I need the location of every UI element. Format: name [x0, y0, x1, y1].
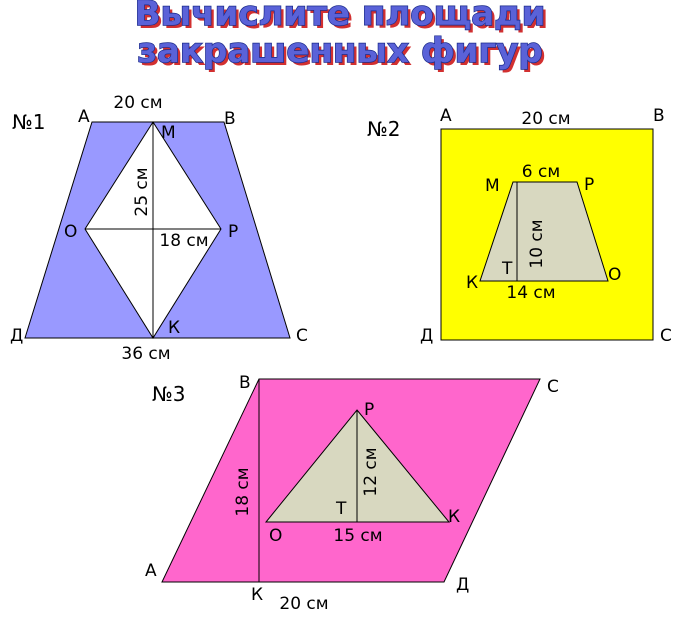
point-p: Р — [364, 400, 374, 420]
point-b: В — [653, 106, 665, 126]
figure-3: №3 А В С Д К Р О К Т 18 см 20 см 12 см 1… — [145, 373, 559, 614]
point-m: М — [485, 176, 500, 196]
tri-base-label: 15 см — [333, 526, 382, 546]
point-a: А — [145, 561, 157, 581]
point-o: О — [269, 526, 282, 546]
top-base-label: 6 см — [522, 162, 560, 182]
point-o: О — [64, 222, 77, 242]
point-k: К — [448, 507, 460, 527]
title-line2-shadow: закрашенных фигур — [140, 34, 546, 74]
point-b: В — [239, 373, 251, 393]
title-line1: Вычислите площади — [135, 0, 546, 34]
point-o: О — [608, 265, 621, 285]
slide-title: Вычислите площади Вычислите площади закр… — [134, 0, 549, 74]
point-d: Д — [10, 326, 23, 346]
point-c: С — [660, 326, 672, 346]
point-b: В — [224, 109, 236, 129]
figure-2: №2 А В С Д М Р К О Т 20 см 6 см 14 см 10… — [367, 106, 672, 346]
point-k: К — [466, 273, 478, 293]
point-p: Р — [584, 175, 594, 195]
point-t: Т — [501, 259, 513, 279]
height-label: 10 см — [527, 219, 547, 268]
point-a: А — [440, 106, 452, 126]
point-k-foot: К — [251, 585, 263, 605]
point-d: Д — [420, 326, 433, 346]
height-bk-label: 18 см — [233, 467, 253, 516]
point-c: С — [296, 326, 308, 346]
point-k: К — [168, 318, 180, 338]
figure-2-number: №2 — [367, 117, 401, 141]
point-t: Т — [335, 499, 347, 519]
figure-1-number: №1 — [12, 110, 46, 134]
trapezoid-mpok — [479, 181, 609, 282]
diagonal-mk-label: 25 см — [132, 167, 152, 216]
figure-1: №1 А В С Д М К О Р 20 см 36 см 25 см 18 … — [10, 93, 308, 364]
height-pt-label: 12 см — [361, 447, 381, 496]
side-label: 20 см — [521, 109, 570, 129]
point-m: М — [161, 123, 176, 143]
bottom-base-label: 36 см — [121, 344, 170, 364]
title-line2: закрашенных фигур — [137, 31, 543, 71]
diagonal-op-label: 18 см — [159, 231, 208, 251]
point-p: Р — [228, 222, 238, 242]
point-a: А — [78, 107, 90, 127]
point-d: Д — [456, 575, 469, 595]
figure-3-number: №3 — [152, 382, 186, 406]
title-line1-shadow: Вычислите площади — [138, 0, 549, 37]
base-label: 20 см — [279, 594, 328, 614]
bottom-base-label: 14 см — [506, 283, 555, 303]
top-base-label: 20 см — [113, 93, 162, 113]
point-c: С — [547, 377, 559, 397]
